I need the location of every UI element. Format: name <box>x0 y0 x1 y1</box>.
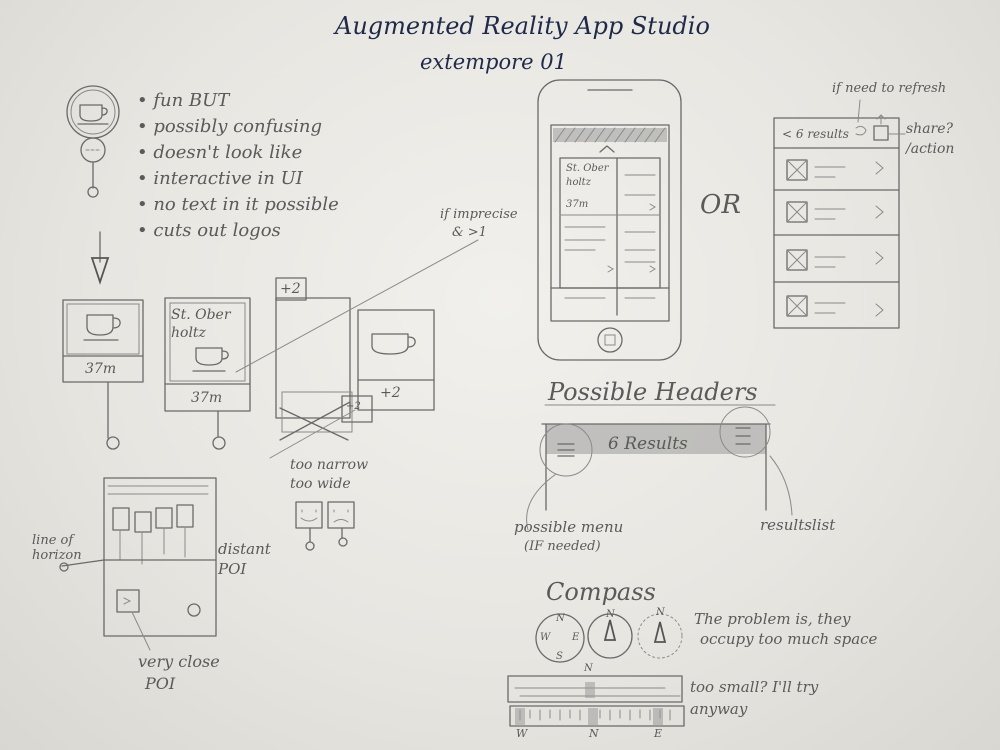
note-line: • possibly confusing <box>137 116 322 137</box>
compass-sketch <box>535 613 683 663</box>
cluster-badge-top: +2 <box>280 281 301 297</box>
compass-note-2: occupy too much space <box>700 630 878 648</box>
note-line: • doesn't look like <box>137 142 303 163</box>
page-title: Augmented Reality App Studio <box>335 12 710 40</box>
coffee-marker-icon <box>66 85 120 198</box>
strip-w: W <box>516 727 528 740</box>
phone-poi-distance: 37m <box>566 199 589 210</box>
cluster-cards <box>235 239 479 459</box>
headers-title: Possible Headers <box>548 378 758 406</box>
result-list-sketch <box>773 99 906 329</box>
resultlist-note: resultslist <box>760 516 836 534</box>
phone-sketch <box>537 79 682 361</box>
imprecise-note-2: & >1 <box>452 225 487 240</box>
menu-note-2: (IF needed) <box>524 539 601 554</box>
distant-poi-label-2: POI <box>218 560 247 578</box>
poi-card-1-distance: 37m <box>85 361 117 377</box>
header-results-label: 6 Results <box>608 434 688 454</box>
poi-card-2-distance: 37m <box>191 390 223 406</box>
strip-note: too small? I'll try <box>690 678 819 696</box>
or-label: OR <box>700 190 741 220</box>
note-line: • interactive in UI <box>137 168 303 189</box>
distant-poi-label: distant <box>218 540 271 558</box>
compass-w: W <box>540 632 551 643</box>
poi-card-2-name: St. Ober <box>171 307 231 323</box>
header-sketch <box>526 404 793 531</box>
poi-card-1 <box>62 299 144 450</box>
note-line: • fun BUT <box>137 90 230 111</box>
poi-card-2 <box>164 297 251 450</box>
close-poi-label: very close <box>138 652 220 671</box>
close-poi-label-2: POI <box>145 674 176 693</box>
compass-strip-sketch <box>507 675 685 727</box>
size-note: too narrow <box>290 457 369 473</box>
compass-n: N <box>556 613 565 624</box>
refresh-note: if need to refresh <box>832 81 947 96</box>
share-note: share? <box>906 121 954 137</box>
list-header-label: < 6 results <box>782 127 849 141</box>
compass-title: Compass <box>546 578 656 606</box>
down-arrow-icon <box>90 231 110 285</box>
compass-note: The problem is, they <box>694 610 851 628</box>
menu-note: possible menu <box>514 518 624 536</box>
phone-poi-name-2: holtz <box>566 177 591 188</box>
face-icons <box>295 501 355 551</box>
poi-card-2-name-2: holtz <box>171 325 206 341</box>
imprecise-note: if imprecise <box>440 207 518 222</box>
strip-n: N <box>589 727 599 740</box>
phone-poi-name: St. Ober <box>566 163 609 174</box>
horizon-label: line of <box>32 533 74 548</box>
strip-n-top: N <box>584 663 593 674</box>
page-subtitle: extempore 01 <box>420 50 567 74</box>
note-line: • cuts out logos <box>137 220 281 241</box>
cluster-badge-small: +2 <box>346 401 361 412</box>
note-line: • no text in it possible <box>137 194 339 215</box>
compass-e: E <box>572 632 580 643</box>
compass-s: S <box>556 651 563 662</box>
size-note-2: too wide <box>290 476 351 492</box>
ar-view-sketch <box>59 477 217 651</box>
cluster-badge-bottom: +2 <box>380 385 401 401</box>
horizon-label-2: horizon <box>32 548 82 563</box>
strip-note-2: anyway <box>690 700 748 718</box>
compass-2-n: N <box>606 609 615 620</box>
share-note-2: /action <box>906 141 955 157</box>
strip-e: E <box>654 727 663 740</box>
compass-3-n: N <box>656 607 665 618</box>
